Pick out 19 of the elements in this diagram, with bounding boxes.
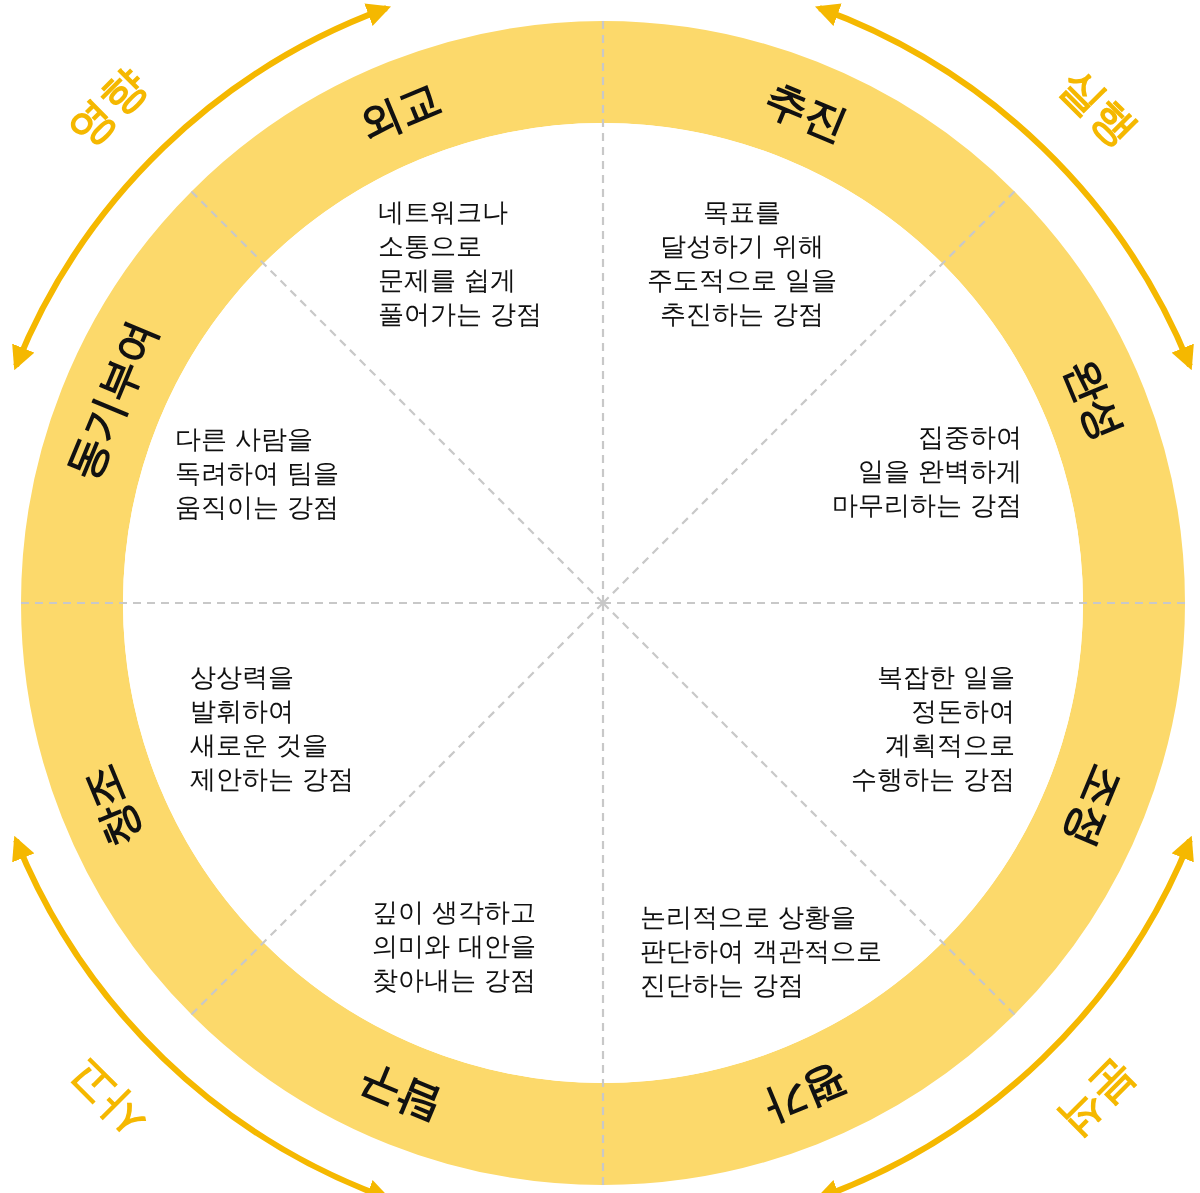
group-label: 실행 xyxy=(1048,57,1149,159)
sector-description: 네트워크나 소통으로 문제를 쉽게 풀어가는 강점 xyxy=(378,196,543,331)
sector-description: 집중하여 일을 완벽하게 마무리하는 강점 xyxy=(831,421,1022,522)
sector-description: 다른 사람을 독려하여 팀을 움직이는 강점 xyxy=(175,423,340,524)
group-label: 영향 xyxy=(57,57,158,159)
sector-description: 논리적으로 상황을 판단하여 객관적으로 진단하는 강점 xyxy=(640,901,883,1002)
sector-label: 탐구 xyxy=(350,1054,449,1135)
sector-description: 복잡한 일을 정돈하여 계획적으로 수행하는 강점 xyxy=(850,661,1015,796)
group-label: 사고 xyxy=(57,1048,158,1150)
sector-label: 조정 xyxy=(1054,757,1134,856)
sector-label: 창조 xyxy=(72,757,152,856)
sector-description: 목표를 달성하기 위해 주도적으로 일을 추진하는 강점 xyxy=(646,196,838,331)
sector-description: 깊이 생각하고 의미와 대안을 찾아내는 강점 xyxy=(372,896,537,997)
sector-label: 평가 xyxy=(757,1054,856,1135)
sector-label: 추진 xyxy=(757,72,856,153)
sector-label: 외교 xyxy=(350,72,449,153)
group-label: 분석 xyxy=(1048,1048,1149,1150)
sector-label: 완성 xyxy=(1054,350,1134,450)
sector-description: 상상력을 발휘하여 새로운 것을 제안하는 강점 xyxy=(190,661,355,796)
